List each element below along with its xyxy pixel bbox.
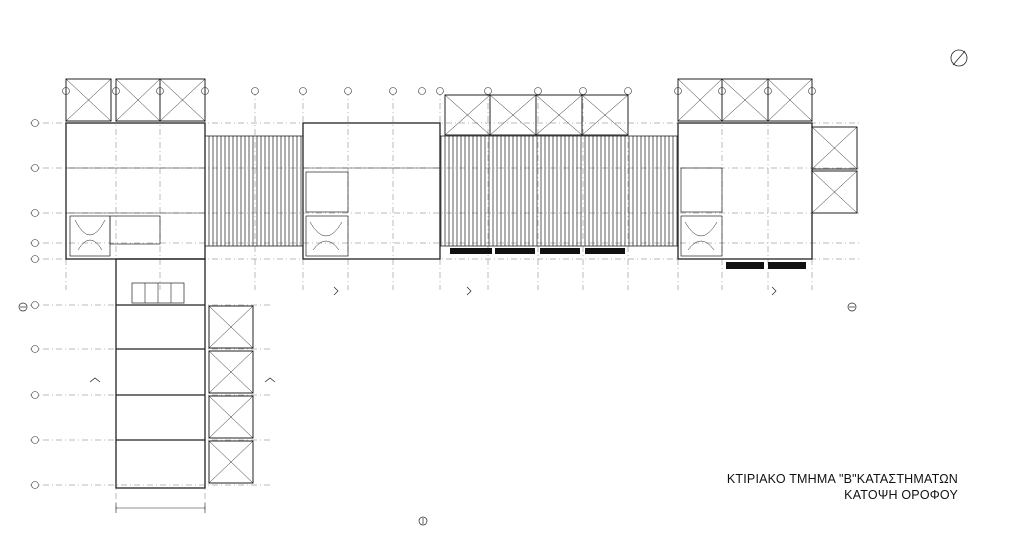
grid-bubbles xyxy=(31,87,816,489)
drawing-title: ΚΤΙΡΙΑΚΟ ΤΜΗΜΑ "Β"ΚΑΤΑΣΤΗΜΑΤΩΝ xyxy=(726,472,958,486)
building-south-wing xyxy=(115,258,206,489)
drawing-caption: ΚΤΙΡΙΑΚΟ ΤΜΗΜΑ "Β"ΚΑΤΑΣΤΗΜΑΤΩΝ ΚΑΤΟΨΗ ΟΡ… xyxy=(727,471,958,503)
crossed-boxes xyxy=(65,78,858,484)
dark-bands xyxy=(450,248,806,269)
dimension-line xyxy=(115,503,206,513)
building-center xyxy=(302,122,441,260)
drawing-subtitle: ΚΑΤΟΨΗ ΟΡΟΦΟΥ xyxy=(844,488,958,502)
section-markers xyxy=(18,286,857,526)
roof-panels xyxy=(204,135,679,247)
building-left xyxy=(65,122,206,260)
north-arrow-icon xyxy=(950,49,968,67)
building-right xyxy=(677,122,813,260)
